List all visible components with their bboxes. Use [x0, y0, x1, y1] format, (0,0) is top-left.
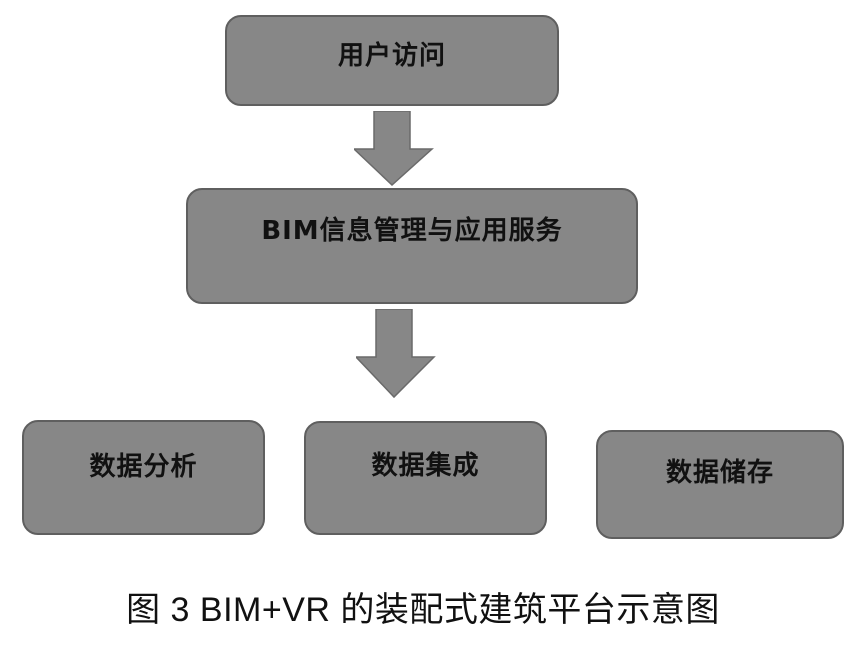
figure-caption: 图 3 BIM+VR 的装配式建筑平台示意图 [126, 591, 720, 629]
down-arrow-icon [354, 111, 434, 187]
bim-service-box: BIM信息管理与应用服务 [186, 188, 638, 304]
user-access-label: 用户访问 [337, 41, 446, 71]
data-storage-label: 数据储存 [665, 458, 774, 488]
data-integration-label: 数据集成 [371, 451, 480, 481]
bim-service-label: BIM信息管理与应用服务 [261, 216, 563, 246]
data-integration-box: 数据集成 [304, 421, 547, 535]
user-access-box: 用户访问 [225, 15, 559, 106]
data-analysis-label: 数据分析 [89, 452, 198, 482]
data-analysis-box: 数据分析 [22, 420, 265, 535]
data-storage-box: 数据储存 [596, 430, 844, 539]
down-arrow-icon [356, 309, 436, 399]
